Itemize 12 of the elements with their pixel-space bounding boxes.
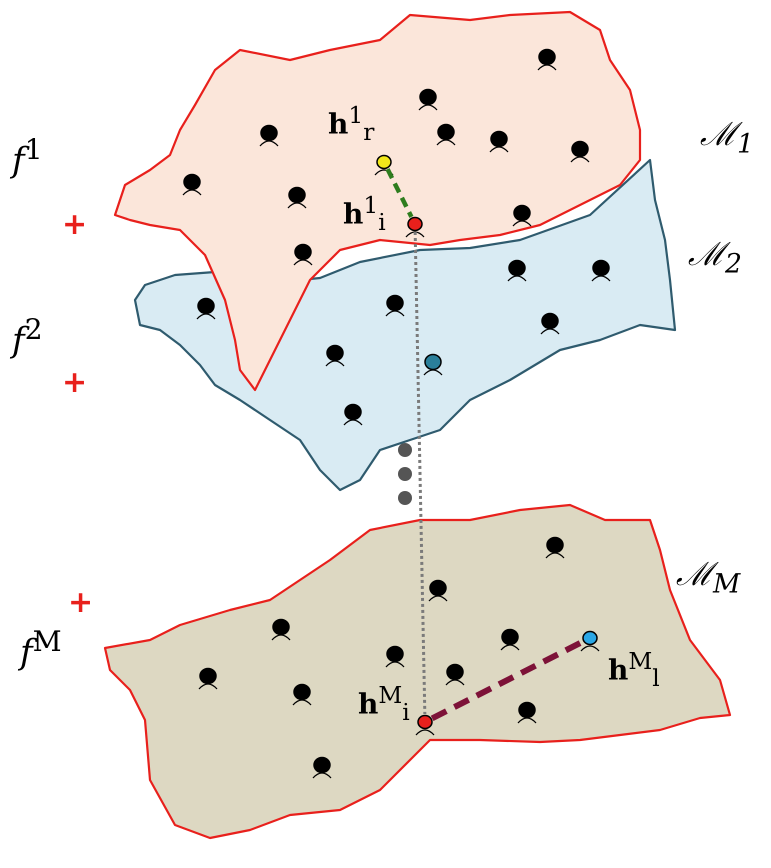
manifold-label: ℳ$_{M}$ <box>676 558 740 598</box>
connector-line <box>386 168 414 218</box>
function-label: f$^{2}$ <box>12 316 43 358</box>
connector-line <box>414 232 426 714</box>
plus-sign: + <box>68 588 94 618</box>
plus-sign: + <box>62 210 88 240</box>
plus-sign: + <box>62 368 88 398</box>
manifold-label: ℳ$_{1}$ <box>700 118 754 158</box>
function-label: f$^{1}$ <box>12 136 43 178</box>
connector-line <box>430 638 584 722</box>
function-label: f$^{M}$ <box>20 628 62 670</box>
manifold-label: ℳ$_{2}$ <box>688 238 742 278</box>
